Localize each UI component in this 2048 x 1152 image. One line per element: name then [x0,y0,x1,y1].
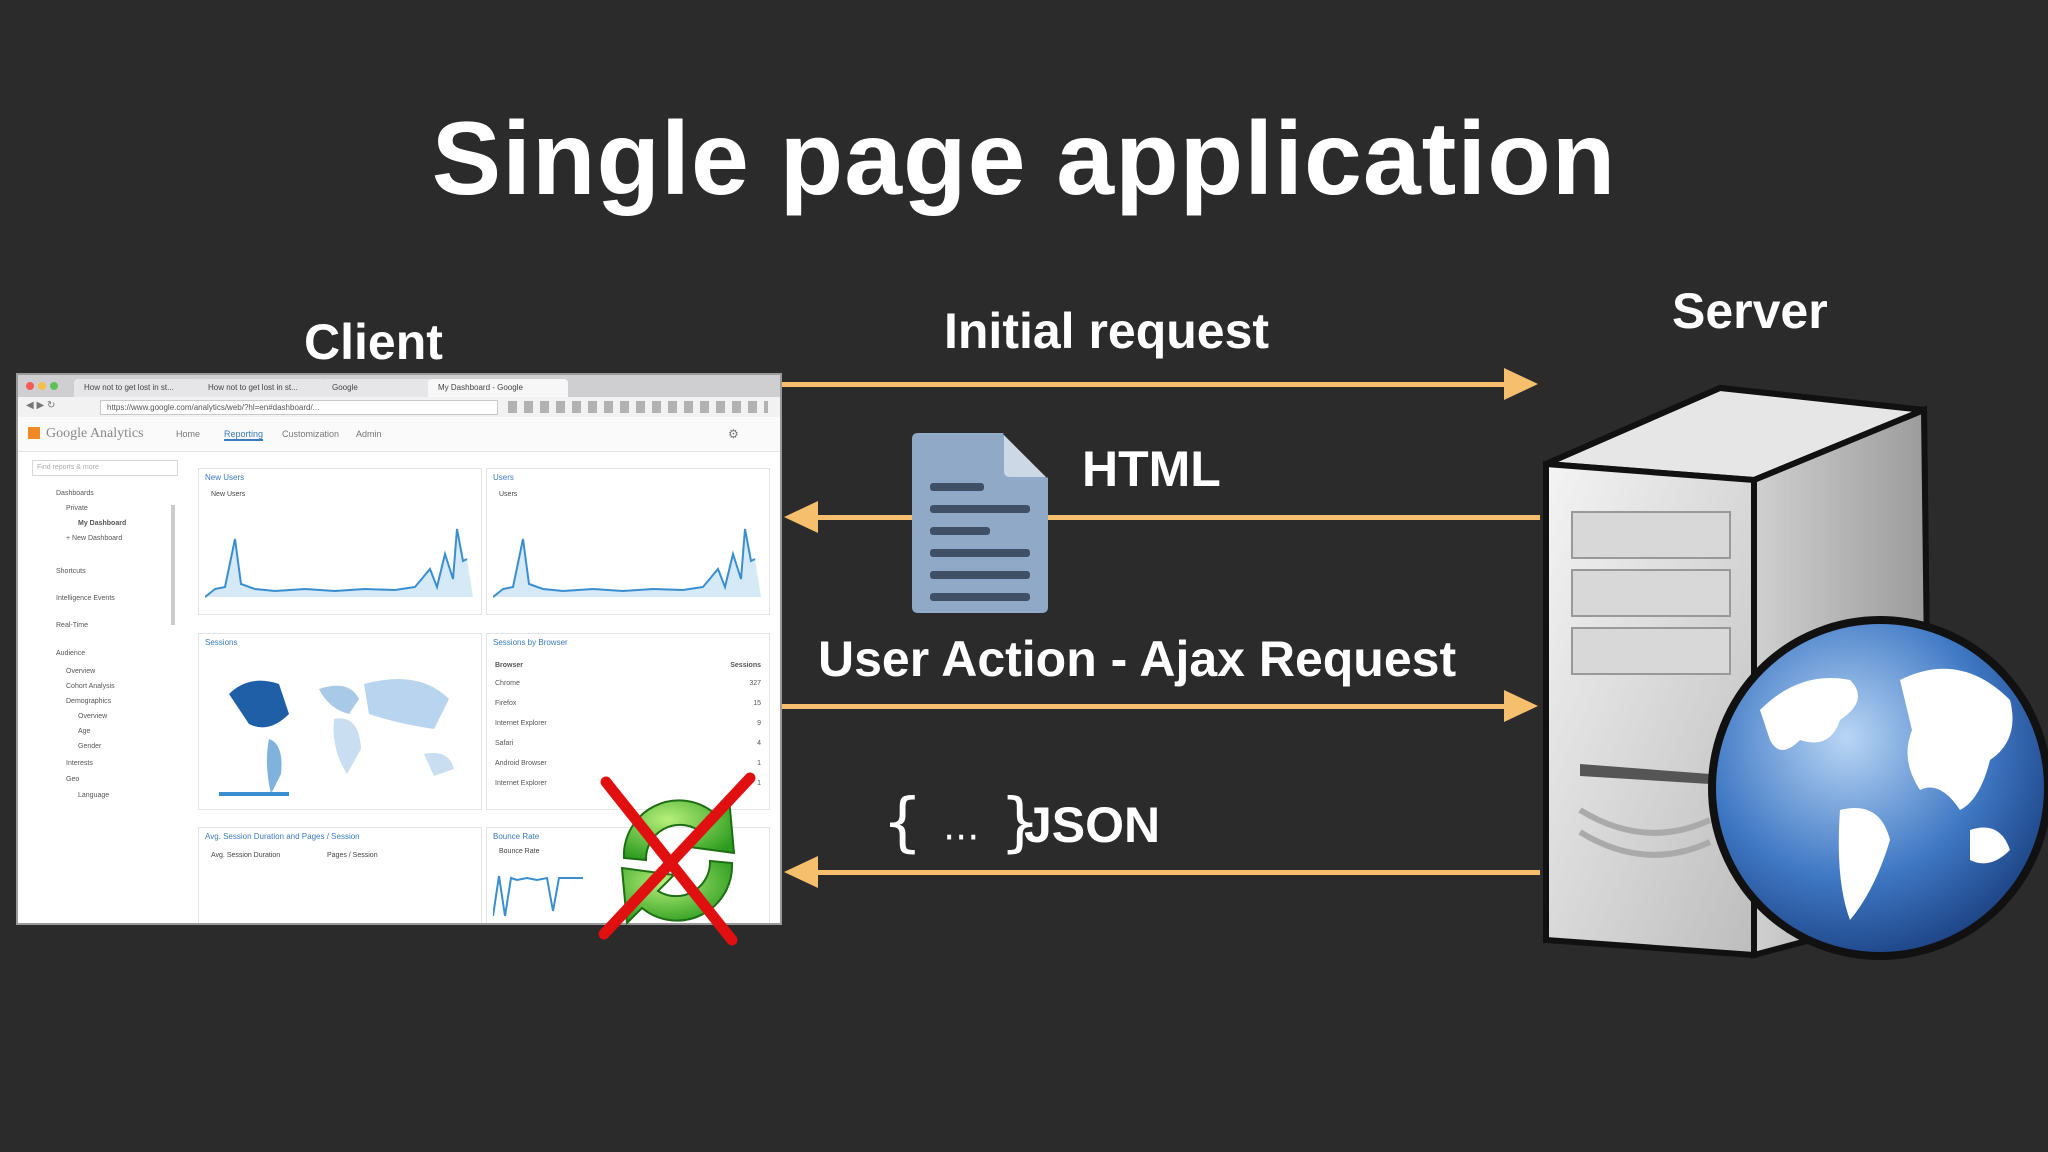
series-label: Users [499,491,518,498]
server-icon [1540,380,2048,995]
brace-close: } [999,786,1041,860]
server-label: Server [1672,283,1828,339]
brace-dots: ... [943,804,980,849]
html-label: HTML [1082,441,1221,497]
world-map-graphic [219,679,454,796]
nav-reporting: Reporting [224,429,264,441]
url-field: https://www.google.com/analytics/web/?hl… [100,400,498,415]
sidebar-item: Age [78,728,91,735]
nav-home: Home [176,429,201,439]
table-cell: 1 [757,760,761,767]
analytics-logo-text: Google Analytics [46,426,144,441]
users-panel: Users Users [486,468,770,615]
browser-tab: Google [322,379,432,397]
sidebar-item: Language [78,792,110,799]
maximize-dot-icon [50,382,58,390]
table-cell: Internet Explorer [495,720,547,727]
sessions-by-browser-panel: Sessions by Browser Browser Sessions Chr… [486,633,770,810]
panel-title: Bounce Rate [493,832,540,841]
slide-title: Single page application [431,101,1617,217]
brace-open: { [882,786,923,860]
json-label: JSON [1024,797,1161,853]
minimize-dot-icon [38,382,46,390]
table-cell: 9 [757,720,761,727]
panel-title: Sessions by Browser [493,638,568,647]
analytics-logo-icon [28,427,40,439]
table-cell: Firefox [495,700,517,707]
panel-title: Avg. Session Duration and Pages / Sessio… [205,832,360,841]
series-label: Bounce Rate [499,848,540,855]
series-label: New Users [211,491,246,498]
browser-tab: How not to get lost in st... [198,379,326,397]
line-chart-graphic [205,528,473,598]
sidebar-item: Real-Time [56,622,89,629]
browser-tab: How not to get lost in st... [74,379,202,397]
close-dot-icon [26,382,34,390]
avg-session-panel: Avg. Session Duration and Pages / Sessio… [198,827,482,923]
client-label: Client [304,314,443,370]
sidebar-item: Overview [78,713,108,720]
back-forward-icon: ◀ ▶ ↻ [26,400,56,411]
panel-title: Sessions [205,638,238,647]
table-header-browser: Browser [495,662,524,669]
nav-customization: Customization [282,429,340,439]
table-cell: Internet Explorer [495,780,547,787]
sidebar-item: Dashboards [56,490,94,497]
json-braces: { ... } [882,786,1040,860]
sidebar-item: My Dashboard [78,520,127,527]
ajax-request-label: User Action - Ajax Request [818,631,1457,687]
table-cell: 4 [757,740,761,747]
bounce-chart-graphic [493,875,583,917]
sidebar-item: Geo [66,776,80,783]
no-page-reload-icon [594,768,760,953]
panel-title: New Users [205,473,245,482]
browser-address-bar: ◀ ▶ ↻ https://www.google.com/analytics/w… [18,397,780,418]
gear-icon: ⚙ [728,427,739,441]
sidebar-scrollbar [171,505,175,625]
table-cell: 1 [757,780,761,787]
nav-admin: Admin [356,429,382,439]
sidebar-item: Shortcuts [56,568,86,575]
table-cell: 15 [753,700,761,707]
sidebar-item: Private [66,505,88,512]
table-cell: 327 [749,680,761,687]
initial-request-label: Initial request [944,303,1270,359]
table-cell: Chrome [495,680,520,687]
sidebar-item: Cohort Analysis [66,683,115,690]
table-cell: Android Browser [495,760,547,767]
series-label: Pages / Session [327,852,378,859]
browser-tab-bar: How not to get lost in st... How not to … [18,375,780,397]
table-cell: Safari [495,740,514,747]
browser-tab-active: My Dashboard - Google [428,379,568,397]
sessions-map-panel: Sessions [198,633,482,810]
sidebar-item: Audience [56,650,86,657]
sidebar-item: Gender [78,743,102,750]
panel-title: Users [493,473,514,482]
sidebar-item: + New Dashboard [66,535,123,542]
sidebar-item: Demographics [66,698,112,705]
html-document-icon [912,431,1050,618]
analytics-sidebar: Find reports & more Dashboards Private M… [26,460,186,920]
sidebar-search: Find reports & more [32,460,178,476]
sidebar-item: Overview [66,668,96,675]
new-users-panel: New Users New Users [198,468,482,615]
sidebar-item: Intelligence Events [56,595,115,602]
line-chart-graphic [493,528,761,598]
extension-icons [508,401,768,413]
sidebar-item: Interests [66,760,93,767]
series-label: Avg. Session Duration [211,852,281,859]
analytics-header: Google Analytics Home Reporting Customiz… [18,417,780,452]
table-header-sessions: Sessions [730,662,761,669]
